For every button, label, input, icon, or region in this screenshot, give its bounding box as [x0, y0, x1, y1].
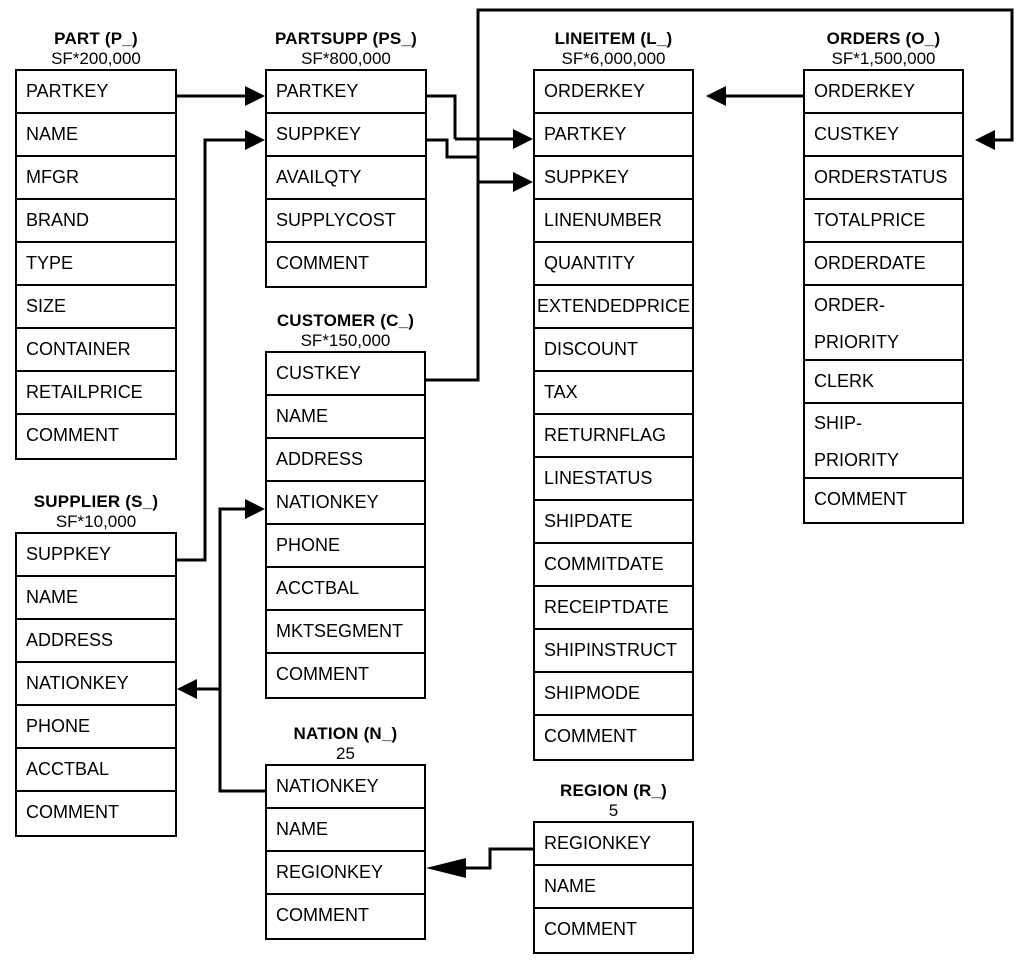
entity-supplier-title: SUPPLIER (S_) [33, 492, 159, 511]
entity-lineitem-title: LINEITEM (L_) [554, 29, 673, 48]
rel-supplier-suppkey-to-partsupp-suppkey [177, 130, 265, 562]
rel-region-regionkey-to-nation-regionkey [426, 847, 533, 878]
field-orders-orderpriority[interactable]: ORDER-PRIORITY [805, 286, 962, 361]
field-lineitem-linestatus[interactable]: LINESTATUS [535, 458, 692, 501]
field-nation-nationkey[interactable]: NATIONKEY [267, 766, 424, 809]
entity-customer-cardinality: SF*150,000 [300, 331, 391, 350]
entity-orders[interactable]: ORDERS (O_) SF*1,500,000 ORDERKEY CUSTKE… [803, 28, 964, 524]
field-part-mfgr[interactable]: MFGR [17, 157, 175, 200]
field-lineitem-comment[interactable]: COMMENT [544, 726, 637, 746]
entity-part[interactable]: PART (P_) SF*200,000 PARTKEY NAME MFGR B… [15, 28, 177, 460]
field-lineitem-shipdate[interactable]: SHIPDATE [535, 501, 692, 544]
field-lineitem-linenumber[interactable]: LINENUMBER [535, 200, 692, 243]
entity-nation[interactable]: NATION (N_) 25 NATIONKEY NAME REGIONKEY … [265, 723, 426, 940]
entity-nation-title: NATION (N_) [293, 724, 398, 743]
field-partsupp-suppkey[interactable]: SUPPKEY [267, 114, 425, 157]
field-partsupp-supplycost[interactable]: SUPPLYCOST [267, 200, 425, 243]
field-region-name[interactable]: NAME [535, 866, 692, 909]
field-part-brand[interactable]: BRAND [17, 200, 175, 243]
entity-supplier[interactable]: SUPPLIER (S_) SF*10,000 SUPPKEY NAME ADD… [15, 491, 177, 837]
field-lineitem-quantity[interactable]: QUANTITY [535, 243, 692, 286]
entity-part-title: PART (P_) [54, 29, 138, 48]
field-orders-orderdate[interactable]: ORDERDATE [805, 243, 962, 286]
field-supplier-name[interactable]: NAME [17, 577, 175, 620]
field-lineitem-shipmode[interactable]: SHIPMODE [535, 673, 692, 716]
field-lineitem-returnflag[interactable]: RETURNFLAG [535, 415, 692, 458]
field-lineitem-discount[interactable]: DISCOUNT [535, 329, 692, 372]
entity-part-cardinality: SF*200,000 [51, 49, 141, 68]
entity-region-title: REGION (R_) [559, 781, 668, 800]
entity-lineitem[interactable]: LINEITEM (L_) SF*6,000,000 ORDERKEY PART… [533, 28, 694, 761]
field-orders-totalprice[interactable]: TOTALPRICE [805, 200, 962, 243]
entity-supplier-cardinality: SF*10,000 [55, 512, 137, 531]
field-part-name[interactable]: NAME [17, 114, 175, 157]
field-customer-acctbal[interactable]: ACCTBAL [267, 568, 424, 611]
field-supplier-acctbal[interactable]: ACCTBAL [17, 749, 175, 792]
field-orders-orderstatus[interactable]: ORDERSTATUS [805, 157, 962, 200]
field-nation-regionkey[interactable]: REGIONKEY [267, 852, 424, 895]
field-customer-custkey[interactable]: CUSTKEY [267, 353, 424, 396]
entity-partsupp-cardinality: SF*800,000 [301, 49, 391, 68]
field-partsupp-availqty[interactable]: AVAILQTY [267, 157, 425, 200]
entity-partsupp-title: PARTSUPP (PS_) [275, 29, 417, 48]
entity-orders-fields: ORDERKEY CUSTKEY ORDERSTATUS TOTALPRICE … [803, 69, 964, 524]
entity-customer[interactable]: CUSTOMER (C_) SF*150,000 CUSTKEY NAME AD… [265, 310, 426, 699]
field-customer-mktsegment[interactable]: MKTSEGMENT [267, 611, 424, 654]
field-lineitem-receiptdate[interactable]: RECEIPTDATE [535, 587, 692, 630]
field-customer-phone[interactable]: PHONE [267, 525, 424, 568]
field-lineitem-extendedprice[interactable]: EXTENDEDPRICE [535, 286, 692, 329]
field-part-retailprice[interactable]: RETAILPRICE [17, 372, 175, 415]
field-supplier-nationkey[interactable]: NATIONKEY [17, 663, 175, 706]
rel-partsupp-to-lineitem-partkey-suppkey [427, 94, 533, 192]
field-lineitem-commitdate[interactable]: COMMITDATE [535, 544, 692, 587]
field-nation-name[interactable]: NAME [267, 809, 424, 852]
field-part-type[interactable]: TYPE [17, 243, 175, 286]
entity-lineitem-cardinality: SF*6,000,000 [561, 49, 666, 68]
rel-orders-orderkey-to-lineitem-orderkey [706, 86, 803, 106]
field-orders-shippriority[interactable]: SHIP-PRIORITY [805, 404, 962, 479]
entity-partsupp[interactable]: PARTSUPP (PS_) SF*800,000 PARTKEY SUPPKE… [265, 28, 427, 288]
field-region-comment[interactable]: COMMENT [544, 919, 637, 939]
entity-nation-fields: NATIONKEY NAME REGIONKEY COMMENT [265, 764, 426, 940]
field-customer-nationkey[interactable]: NATIONKEY [267, 482, 424, 525]
entity-region-fields: REGIONKEY NAME COMMENT [533, 821, 694, 954]
field-nation-comment[interactable]: COMMENT [276, 905, 369, 925]
entity-lineitem-fields: ORDERKEY PARTKEY SUPPKEY LINENUMBER QUAN… [533, 69, 694, 761]
field-lineitem-suppkey[interactable]: SUPPKEY [535, 157, 692, 200]
field-lineitem-tax[interactable]: TAX [535, 372, 692, 415]
field-customer-comment[interactable]: COMMENT [276, 664, 369, 684]
entity-part-fields: PARTKEY NAME MFGR BRAND TYPE SIZE CONTAI… [15, 69, 177, 460]
field-orders-clerk[interactable]: CLERK [805, 361, 962, 404]
field-customer-address[interactable]: ADDRESS [267, 439, 424, 482]
field-lineitem-partkey[interactable]: PARTKEY [535, 114, 692, 157]
field-orders-custkey[interactable]: CUSTKEY [805, 114, 962, 157]
field-lineitem-shipinstruct[interactable]: SHIPINSTRUCT [535, 630, 692, 673]
field-supplier-suppkey[interactable]: SUPPKEY [17, 534, 175, 577]
entity-customer-title: CUSTOMER (C_) [276, 311, 415, 330]
field-partsupp-partkey[interactable]: PARTKEY [267, 71, 425, 114]
field-customer-name[interactable]: NAME [267, 396, 424, 439]
field-partsupp-comment[interactable]: COMMENT [276, 253, 369, 273]
field-part-comment[interactable]: COMMENT [26, 425, 119, 445]
entity-customer-fields: CUSTKEY NAME ADDRESS NATIONKEY PHONE ACC… [265, 351, 426, 699]
entity-nation-cardinality: 25 [336, 744, 355, 763]
field-supplier-phone[interactable]: PHONE [17, 706, 175, 749]
entity-supplier-fields: SUPPKEY NAME ADDRESS NATIONKEY PHONE ACC… [15, 532, 177, 837]
entity-orders-title: ORDERS (O_) [826, 29, 941, 48]
entity-partsupp-fields: PARTKEY SUPPKEY AVAILQTY SUPPLYCOST COMM… [265, 69, 427, 288]
field-lineitem-orderkey[interactable]: ORDERKEY [535, 71, 692, 114]
rel-nation-nationkey-to-customer-and-supplier [177, 499, 265, 793]
field-orders-comment[interactable]: COMMENT [814, 489, 907, 509]
field-part-size[interactable]: SIZE [17, 286, 175, 329]
field-part-container[interactable]: CONTAINER [17, 329, 175, 372]
field-part-partkey[interactable]: PARTKEY [17, 71, 175, 114]
entity-region-cardinality: 5 [608, 801, 619, 820]
field-orders-orderkey[interactable]: ORDERKEY [805, 71, 962, 114]
entity-orders-cardinality: SF*1,500,000 [831, 49, 936, 68]
rel-part-partkey-to-partsupp-partkey [177, 86, 265, 106]
field-supplier-comment[interactable]: COMMENT [26, 802, 119, 822]
field-region-regionkey[interactable]: REGIONKEY [535, 823, 692, 866]
field-supplier-address[interactable]: ADDRESS [17, 620, 175, 663]
entity-region[interactable]: REGION (R_) 5 REGIONKEY NAME COMMENT [533, 780, 694, 954]
